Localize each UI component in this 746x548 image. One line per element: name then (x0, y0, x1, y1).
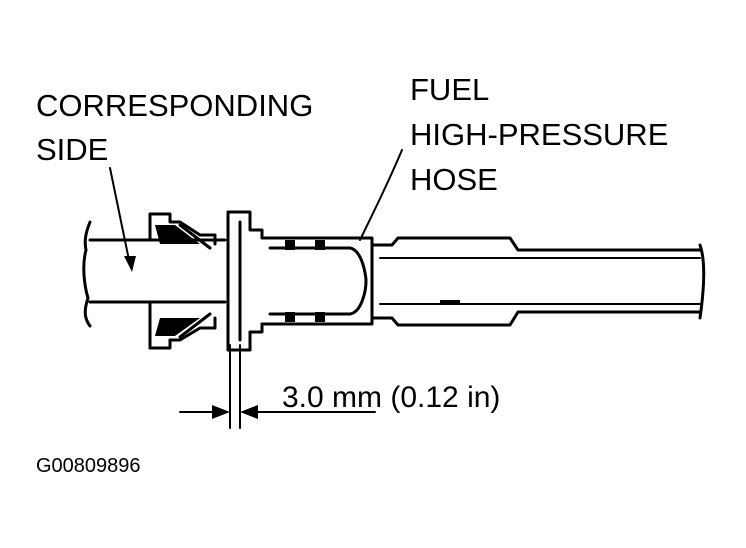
leader-fuel-hose (359, 149, 403, 241)
connector-body (226, 210, 374, 352)
label-fuel-line1: FUEL (410, 72, 489, 107)
figure-code: G00809896 (36, 455, 141, 477)
retainer-clip (148, 212, 217, 350)
corresponding-side-pipe (82, 220, 227, 328)
leader-corresponding-side (109, 167, 131, 266)
fuel-high-pressure-hose (370, 236, 706, 327)
label-corresponding-line2: SIDE (36, 132, 108, 167)
label-fuel-line2: HIGH-PRESSURE (410, 117, 668, 152)
dimension-marker (179, 344, 376, 429)
label-fuel-line3: HOSE (410, 162, 498, 197)
leader-corresponding-arrowhead (124, 256, 136, 272)
dimension-label: 3.0 mm (0.12 in) (282, 381, 500, 414)
label-corresponding-line1: CORRESPONDING (36, 88, 313, 123)
